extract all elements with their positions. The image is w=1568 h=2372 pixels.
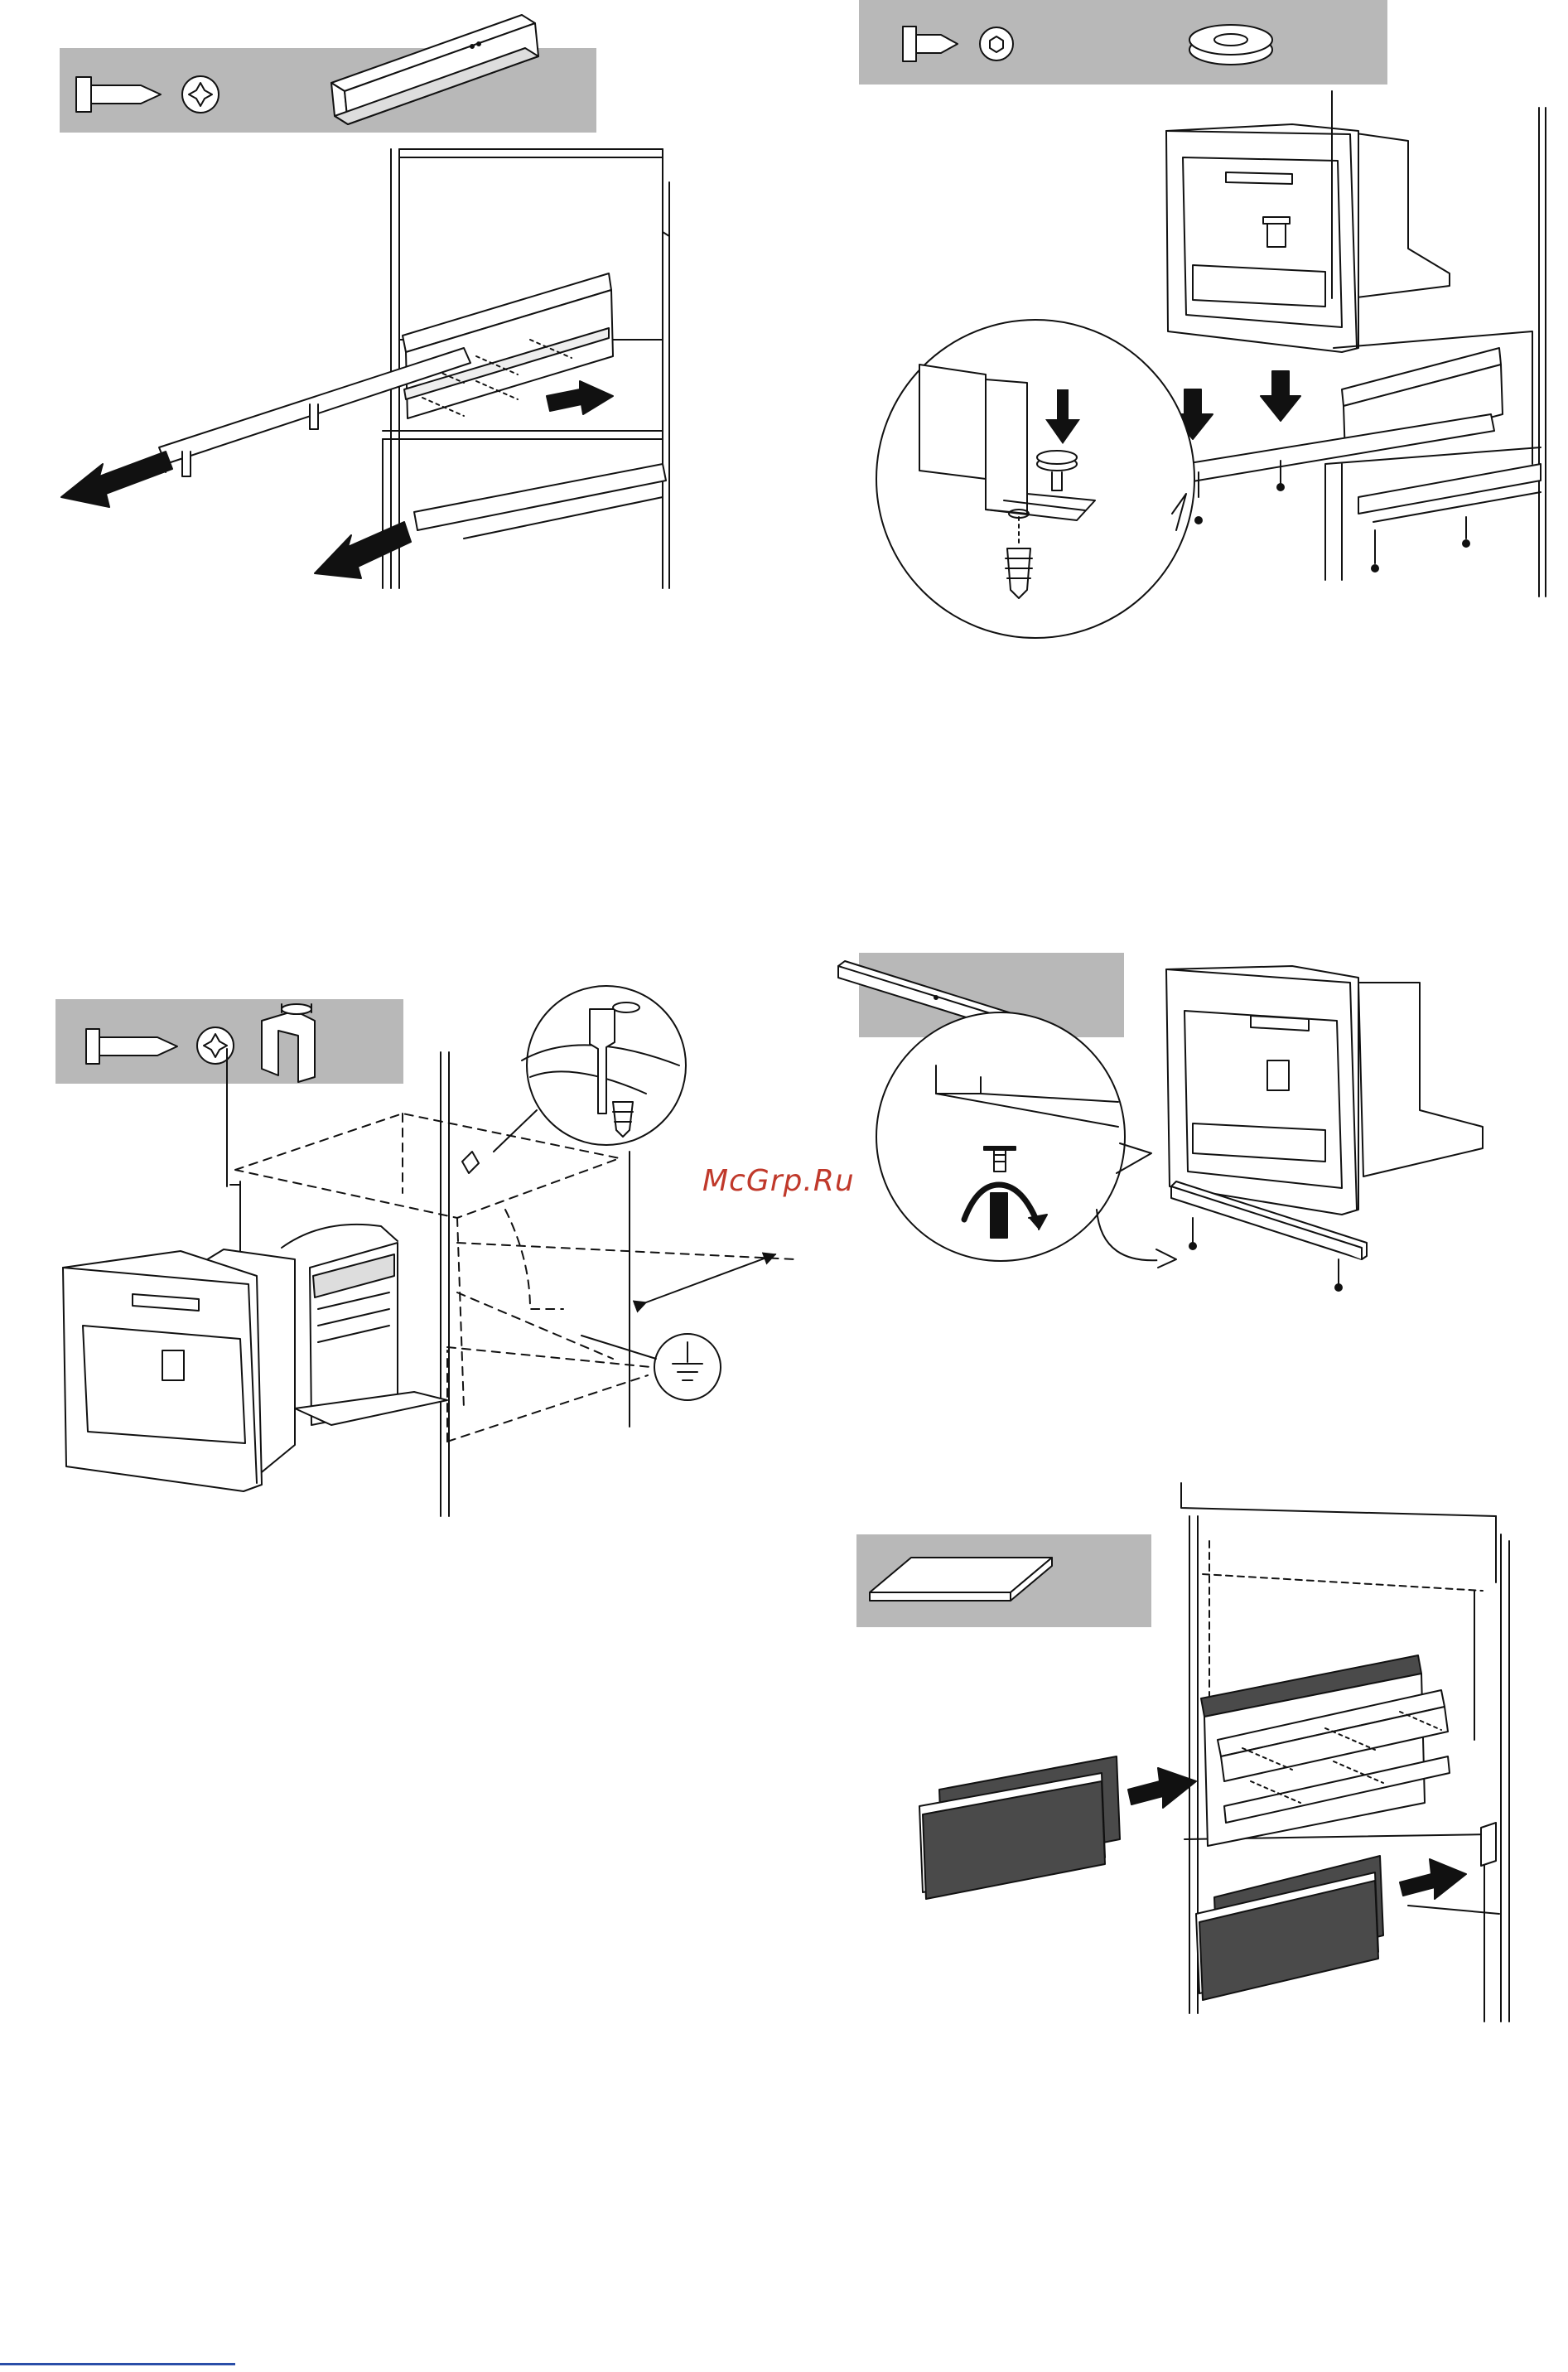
coffee-machine-unit <box>63 1225 447 1491</box>
phillips-drive-icon <box>197 1027 234 1064</box>
coffee-machine-unit <box>1166 124 1450 352</box>
pull-arrow-lower <box>315 522 411 578</box>
footer-rule <box>0 2363 235 2365</box>
step-2-side-rails <box>1184 348 1541 522</box>
pull-arrow-upper <box>61 452 172 507</box>
coffee-machine-unit <box>1166 966 1483 1215</box>
torx-drive-icon <box>980 27 1013 60</box>
step-2-diagram <box>859 0 1546 638</box>
step-4-diagram <box>838 953 1483 1291</box>
step-3-diagram <box>55 986 795 1516</box>
watermark-text: McGrp.Ru <box>702 1164 855 1198</box>
depth-dimension-arrow <box>646 1254 775 1302</box>
step-5-side-rails <box>1201 1655 1450 1846</box>
phillips-drive-icon <box>182 76 219 113</box>
step-3-detail-callout <box>462 986 686 1173</box>
insert-arrow-upper <box>1128 1768 1196 1808</box>
washer-icon <box>1189 25 1272 65</box>
spacer-panel-lower <box>1196 1856 1383 2000</box>
step-1-diagram <box>60 15 669 588</box>
telescopic-rail-lower <box>414 464 666 539</box>
side-bracket <box>1481 1823 1496 1866</box>
fastening-screws <box>1195 461 1469 572</box>
spacer-panel-upper <box>919 1756 1120 1899</box>
push-arrow <box>547 381 613 414</box>
down-arrow-right <box>1261 371 1300 421</box>
insert-arrow-lower <box>1400 1859 1466 1899</box>
step-4-detail-callout <box>876 1012 1176 1268</box>
step-2-detail-callout <box>876 320 1194 638</box>
step-5-diagram <box>856 1483 1509 2022</box>
